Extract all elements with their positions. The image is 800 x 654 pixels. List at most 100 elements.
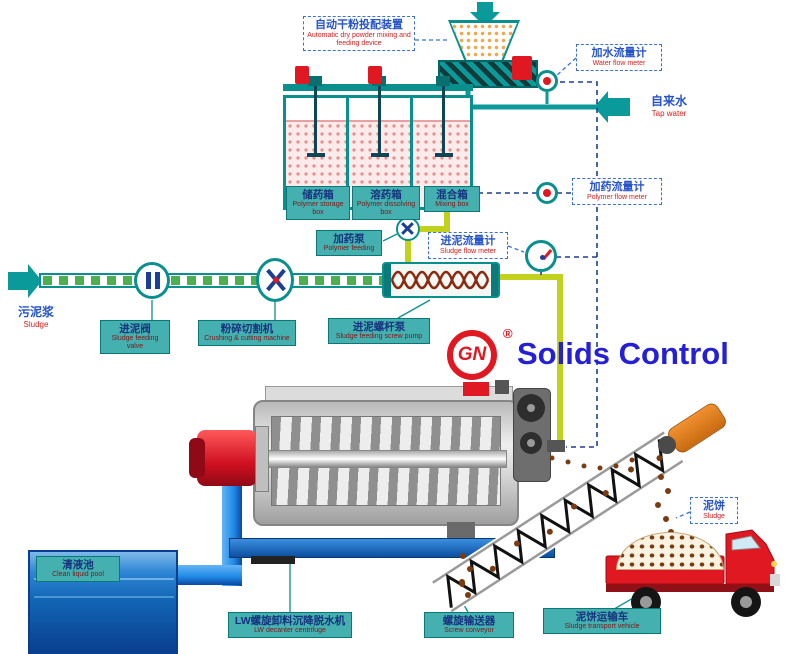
gn-logo: GN ® Solids Control: [445, 326, 775, 382]
label-zh: 清液池: [62, 559, 94, 571]
label-zh: 加水流量计: [591, 47, 647, 59]
brand-name: Solids Control: [517, 336, 729, 371]
powder-in-arrow: [470, 2, 500, 27]
label-zh: LW螺旋卸料沉降脱水机: [234, 615, 346, 627]
label-zh: 进泥螺杆泵: [352, 321, 406, 333]
label-polymer-flow-meter: 加药流量计 Polymer flow meter: [572, 178, 662, 205]
label-en: Polymer flow meter: [587, 193, 647, 201]
decanter-centrifuge: [189, 380, 567, 570]
label-sludge-flow-meter: 进泥流量计 Sludge flow meter: [428, 232, 508, 259]
label-en: Automatic dry powder mixing and feeding …: [307, 31, 411, 47]
label-polymer-feeding-pump: 加药泵 Polymer feeding: [316, 230, 382, 257]
gn-logo-circle: GN: [447, 330, 497, 380]
tap-water-arrow: [594, 91, 630, 123]
label-zh: 自动干粉投配装置: [315, 19, 403, 31]
pulley-large: [517, 394, 545, 422]
registered-mark: ®: [503, 326, 513, 341]
label-zh: 粉碎切割机: [220, 323, 274, 335]
label-clean-liquid-pool: 清液池 Clean liquid pool: [36, 556, 120, 583]
label-zh: 储药箱: [302, 189, 334, 201]
label-en: LW decanter centrifuge: [254, 627, 326, 635]
tank-divider-1: [346, 98, 349, 207]
label-transport-vehicle: 泥饼运输车 Sludge transport vehicle: [543, 608, 661, 635]
mixer-shaft-1: [314, 84, 317, 156]
sludge-screw-pump: [382, 262, 500, 298]
mixer-motor-3: [436, 76, 450, 86]
pool-wave-2: [34, 596, 174, 598]
label-en: Polymer storage box: [292, 201, 344, 217]
mixer-motor-1: [308, 76, 322, 86]
mixer-shaft-3: [442, 84, 445, 156]
pump-spiral: [390, 270, 490, 290]
label-decanter-centrifuge: LW螺旋卸料沉降脱水机 LW decanter centrifuge: [228, 612, 352, 639]
effluent-pipe-horizontal: [158, 565, 242, 585]
label-water-flow-meter: 加水流量计 Water flow meter: [576, 44, 662, 71]
water-flow-meter: [536, 70, 558, 92]
label-en: Sludge transport vehicle: [564, 623, 640, 631]
label-polymer-dissolving-box: 溶药箱 Polymer dissolving box: [352, 186, 420, 221]
conveyor-gearbox: [658, 436, 676, 454]
motor-cap: [189, 438, 205, 478]
label-en: Screw conveyor: [444, 627, 494, 635]
label-en: Crushing & cutting machine: [204, 335, 290, 343]
label-en: Mixing box: [435, 201, 469, 209]
polymer-feeding-pump: [396, 217, 420, 241]
centrifuge-top-stub: [495, 380, 509, 394]
label-zh: 泥饼运输车: [575, 611, 629, 623]
feed-inlet-stub: [547, 440, 565, 452]
solids-discharge-chute: [447, 522, 475, 540]
tank-divider-2: [410, 98, 413, 207]
sludge-in-arrow: [8, 264, 42, 298]
dashed-leader-lines: [415, 39, 691, 519]
label-screw-conveyor: 螺旋输送器 Screw conveyor: [424, 612, 514, 639]
label-zh: 污泥浆: [17, 305, 54, 319]
mixer-blade-2: [371, 153, 389, 157]
label-en: Water flow meter: [592, 59, 646, 67]
label-zh: 混合箱: [436, 189, 468, 201]
label-en: Polymer dissolving box: [356, 201, 416, 217]
label-screw-pump: 进泥螺杆泵 Sludge feeding screw pump: [328, 318, 430, 345]
label-en: Sludge feeding valve: [111, 335, 159, 351]
label-zh: 溶药箱: [370, 189, 402, 201]
label-mud-cake: 泥饼 Sludge: [690, 497, 738, 524]
pulley-small: [520, 432, 542, 454]
label-mixing-box: 混合箱 Mixing box: [424, 186, 480, 213]
gn-logo-text: GN: [457, 344, 487, 365]
label-en: Tap water: [651, 108, 687, 118]
label-en: Polymer feeding: [323, 245, 375, 253]
label-zh: 加药泵: [333, 233, 365, 245]
pump-end-right: [491, 264, 498, 296]
label-polymer-storage-box: 储药箱 Polymer storage box: [286, 186, 350, 221]
tank-valve-1: [295, 66, 309, 84]
label-sludge-feeding-valve: 进泥阀 Sludge feeding valve: [100, 320, 170, 355]
label-zh: 进泥流量计: [440, 235, 496, 247]
label-crushing-machine: 粉碎切割机 Crushing & cutting machine: [198, 320, 296, 347]
label-en: Sludge feeding screw pump: [335, 333, 423, 341]
polymer-line-1: [420, 212, 450, 232]
crushing-cutting-machine: [256, 258, 294, 302]
label-tap-water: 自来水 Tap water: [634, 93, 704, 120]
label-en: Clean liquid pool: [52, 571, 104, 579]
label-zh: 螺旋输送器: [442, 615, 496, 627]
effluent-pipe-vertical: [222, 486, 242, 586]
feeder-valve: [512, 56, 532, 80]
label-en: Sludge: [23, 319, 49, 329]
label-sludge-in: 污泥浆 Sludge: [6, 304, 66, 331]
mixer-blade-3: [435, 153, 453, 157]
skid-foot-left: [251, 556, 295, 564]
label-zh: 加药流量计: [589, 181, 645, 193]
label-zh: 进泥阀: [119, 323, 151, 335]
label-zh: 泥饼: [703, 500, 725, 512]
sludge-feeding-valve: [134, 262, 170, 299]
label-en: Sludge: [703, 512, 725, 520]
centrifuge-top-valve: [463, 382, 489, 396]
label-dry-powder-device: 自动干粉投配装置 Automatic dry powder mixing and…: [303, 16, 415, 51]
label-en: Sludge flow meter: [439, 247, 497, 255]
tank-valve-2: [368, 66, 382, 84]
motor-flange: [255, 426, 269, 492]
sludge-flow-meter: [525, 240, 557, 272]
pump-end-left: [384, 264, 391, 296]
mixer-shaft-2: [378, 84, 381, 156]
polymer-flow-meter: [536, 182, 558, 204]
